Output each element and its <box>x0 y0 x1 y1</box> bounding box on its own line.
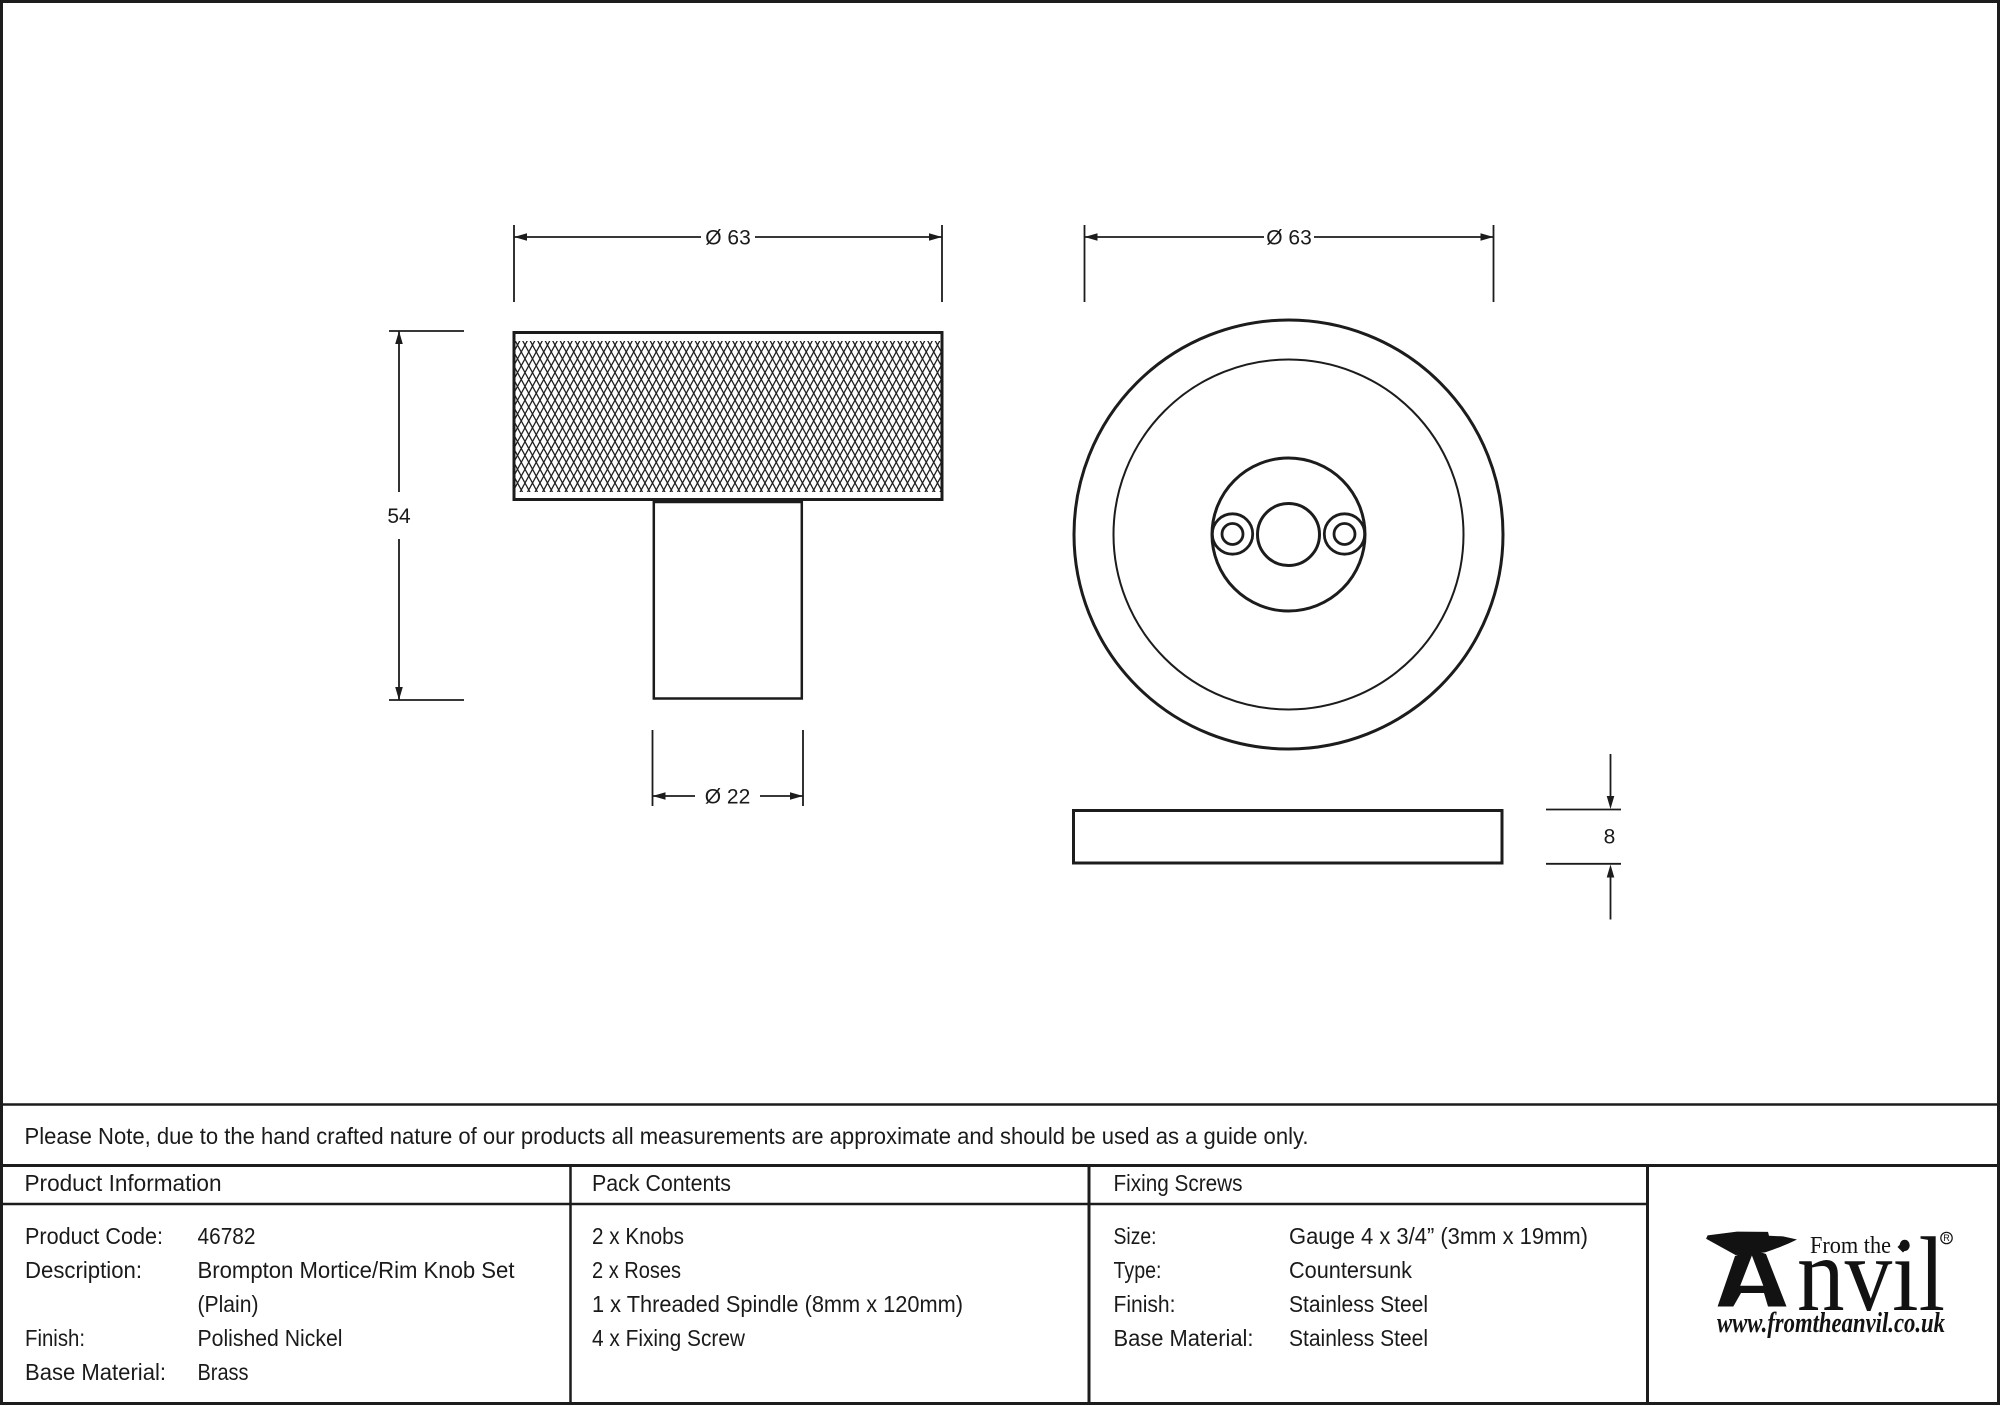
svg-text:Description:: Description: <box>25 1257 142 1283</box>
svg-text:Stainless Steel: Stainless Steel <box>1289 1291 1428 1317</box>
svg-text:Finish:: Finish: <box>1114 1291 1176 1317</box>
svg-text:46782: 46782 <box>198 1223 256 1249</box>
svg-text:4 x Fixing Screw: 4 x Fixing Screw <box>592 1325 745 1351</box>
svg-text:Size:: Size: <box>1114 1223 1157 1249</box>
svg-text:Ø 63: Ø 63 <box>1266 227 1312 250</box>
svg-text:R: R <box>1943 1233 1950 1243</box>
svg-text:Type:: Type: <box>1114 1257 1162 1283</box>
svg-text:From the: From the <box>1810 1233 1891 1259</box>
svg-text:Fixing Screws: Fixing Screws <box>1114 1170 1243 1196</box>
svg-text:2 x Knobs: 2 x Knobs <box>592 1223 684 1249</box>
svg-text:www.fromtheanvil.co.uk: www.fromtheanvil.co.uk <box>1717 1308 1945 1339</box>
svg-text:Pack Contents: Pack Contents <box>592 1170 731 1196</box>
svg-text:Stainless Steel: Stainless Steel <box>1289 1325 1428 1351</box>
svg-text:Ø 22: Ø 22 <box>705 786 751 809</box>
svg-text:Brass: Brass <box>198 1359 249 1385</box>
svg-text:Product Information: Product Information <box>25 1170 222 1196</box>
svg-text:Finish:: Finish: <box>25 1325 85 1351</box>
svg-text:Polished Nickel: Polished Nickel <box>198 1325 343 1351</box>
svg-text:Base Material:: Base Material: <box>25 1359 166 1385</box>
svg-text:nvil: nvil <box>1797 1216 1945 1333</box>
svg-text:(Plain): (Plain) <box>198 1291 259 1317</box>
svg-text:54: 54 <box>387 505 411 528</box>
svg-text:Base Material:: Base Material: <box>1114 1325 1254 1351</box>
svg-text:Ø 63: Ø 63 <box>705 227 751 250</box>
svg-text:Gauge 4 x 3/4” (3mm x 19mm): Gauge 4 x 3/4” (3mm x 19mm) <box>1289 1223 1588 1249</box>
svg-text:Please Note, due to the hand c: Please Note, due to the hand crafted nat… <box>25 1123 1309 1149</box>
svg-text:Product Code:: Product Code: <box>25 1223 163 1249</box>
svg-text:1 x Threaded Spindle (8mm x 12: 1 x Threaded Spindle (8mm x 120mm) <box>592 1291 963 1317</box>
svg-text:2 x Roses: 2 x Roses <box>592 1257 681 1283</box>
svg-text:Countersunk: Countersunk <box>1289 1257 1412 1283</box>
svg-text:8: 8 <box>1604 826 1616 849</box>
svg-text:Brompton Mortice/Rim Knob Set: Brompton Mortice/Rim Knob Set <box>198 1257 515 1283</box>
